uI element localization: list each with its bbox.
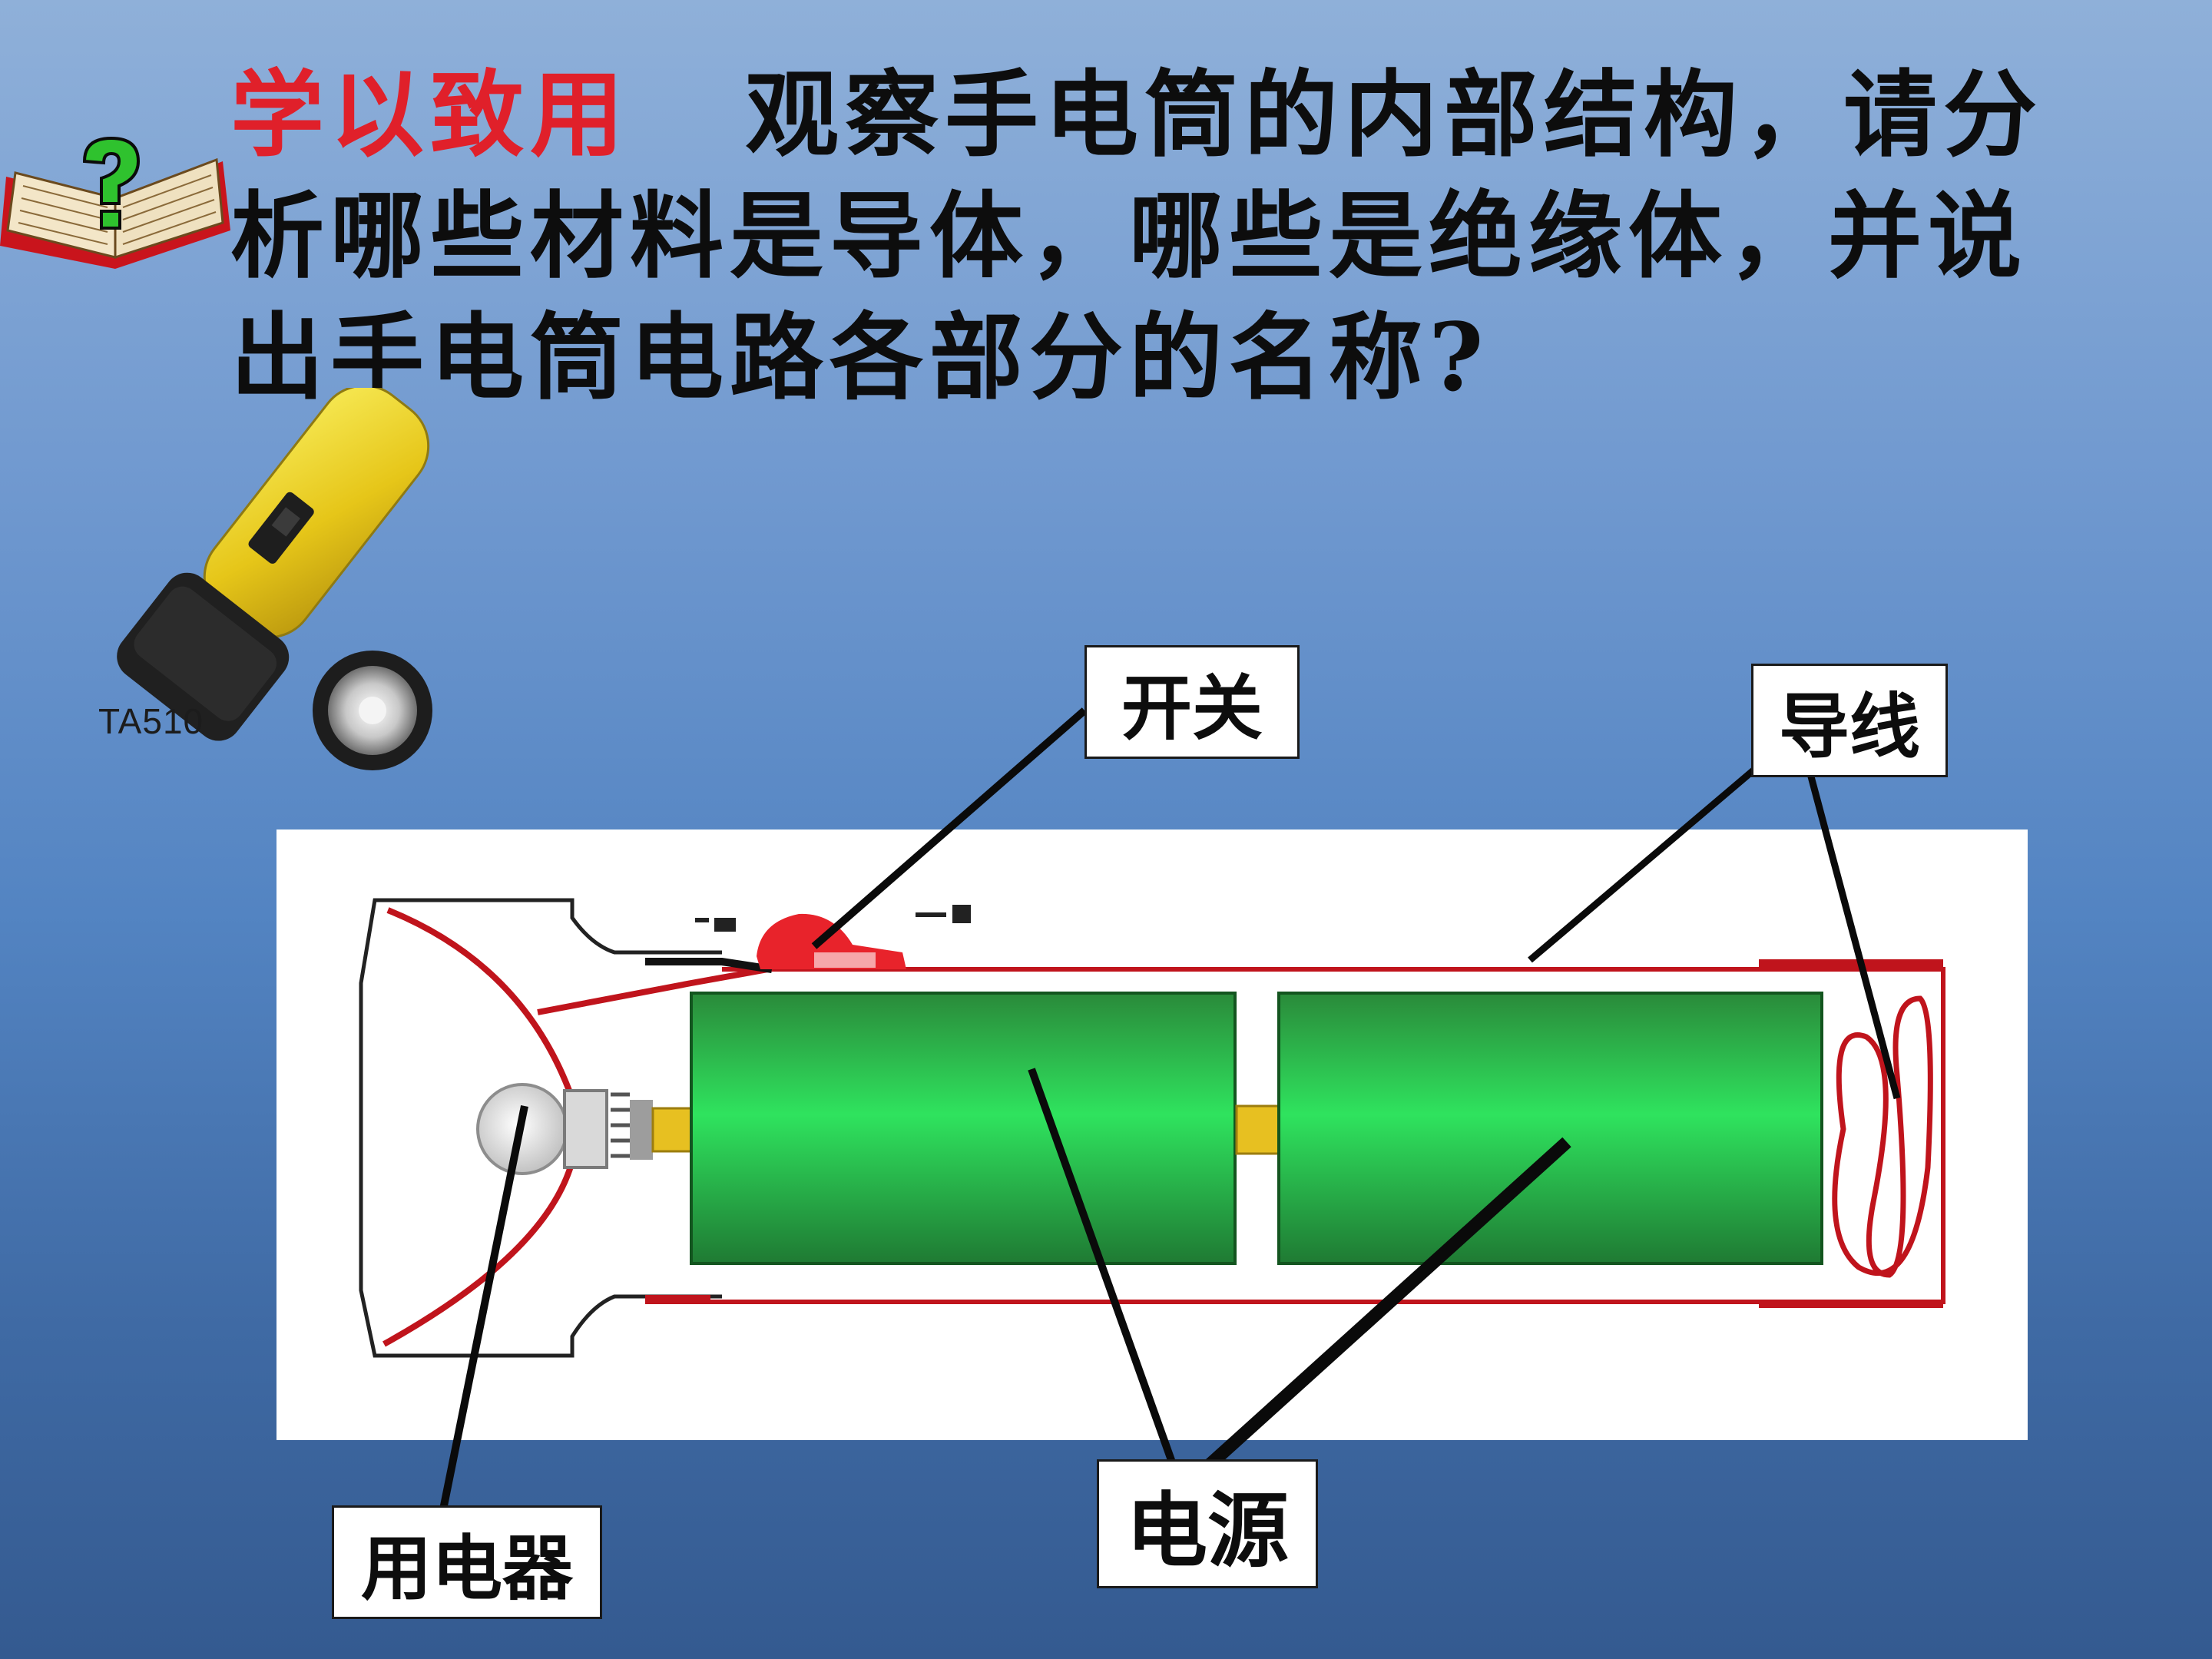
slide-title: 学以致用观察手电筒的内部结构，请分析哪些材料是导体，哪些是绝缘体，并说出手电筒电… <box>230 54 2120 418</box>
switch-pointer <box>811 707 1088 949</box>
power-pointer-1 <box>1028 1068 1179 1472</box>
label-power-source: 电源 <box>1097 1459 1318 1588</box>
title-accent: 学以致用 <box>230 59 630 170</box>
switch-button <box>757 913 906 969</box>
title-question: 观察手电筒的内部结构，请分析哪些材料是导体，哪些是绝缘体，并说出手电筒电路各部分… <box>230 59 2043 412</box>
flashlight-photo <box>117 388 432 770</box>
label-switch: 开关 <box>1084 645 1300 759</box>
switch-contact <box>645 958 773 973</box>
battery-2 <box>1277 992 1823 1265</box>
reflector-wire <box>537 966 769 1015</box>
label-load: 用电器 <box>332 1505 602 1619</box>
load-pointer <box>436 1105 528 1525</box>
power-pointer-2 <box>1190 1137 1571 1484</box>
housing-outline <box>359 898 722 1358</box>
spring <box>1832 995 1933 1278</box>
label-wire: 导线 <box>1751 664 1948 777</box>
wire-pointer-1 <box>1528 750 1777 963</box>
book-question-icon <box>0 136 230 269</box>
wire-pointer-2 <box>1805 767 1901 1100</box>
battery-1 <box>690 992 1237 1265</box>
flashlight-model-label: TA510 <box>98 701 204 741</box>
battery-connector <box>1235 1104 1280 1155</box>
